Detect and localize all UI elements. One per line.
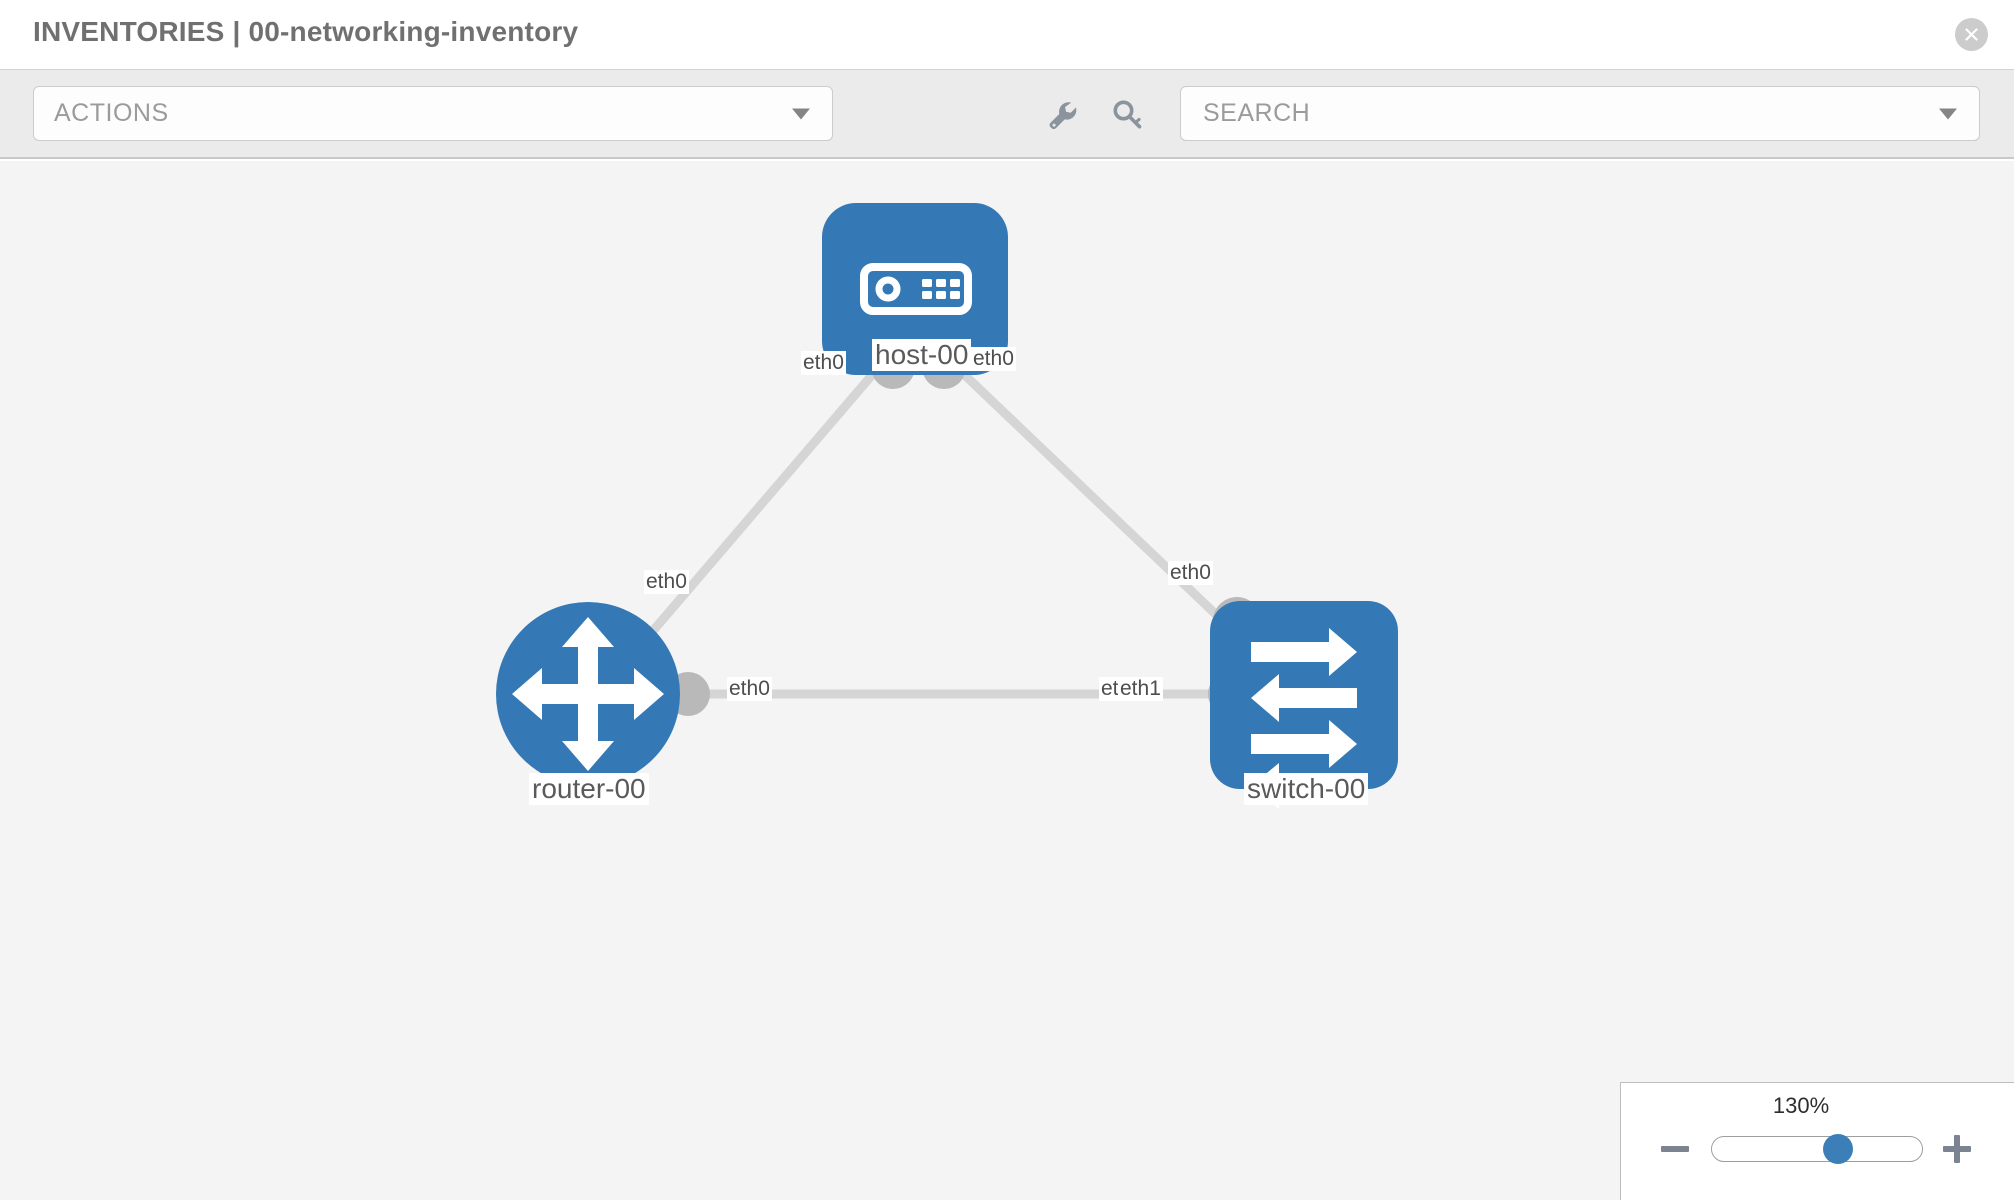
zoom-slider-row [1621,1129,2014,1169]
page-header: INVENTORIES | 00-networking-inventory [0,0,2014,69]
iface-label-host00-right: eth0 [971,347,1016,372]
zoom-level-value: 130% [1772,1093,1830,1118]
key-icon[interactable] [1110,98,1144,132]
iface-label-switch00-eth1: eth1 [1118,677,1163,702]
zoom-out-button[interactable] [1657,1131,1693,1167]
topology-canvas[interactable]: host-00 router-00 switch-00 eth0 eth0 et… [0,161,2014,1200]
actions-dropdown-label: ACTIONS [54,99,169,127]
node-label-host-00: host-00 [872,339,972,372]
chevron-down-icon[interactable] [1939,108,1957,119]
node-router-00[interactable] [496,602,680,786]
topology-graph [496,203,1398,809]
actions-dropdown[interactable]: ACTIONS [33,86,833,141]
iface-label-router00-eth0: eth0 [727,677,772,702]
iface-label-host00-left: eth0 [801,351,846,376]
wrench-icon[interactable] [1046,98,1080,132]
chevron-down-icon [792,108,810,119]
topology-connectors [666,345,1261,716]
zoom-slider-track[interactable] [1711,1134,1923,1164]
iface-label-router00-uplink: eth0 [644,570,689,595]
search-input[interactable] [1201,98,1901,129]
zoom-in-button[interactable] [1939,1131,1975,1167]
node-host-00[interactable] [822,203,1008,375]
zoom-control-panel: 130% [1620,1082,2014,1200]
close-icon[interactable] [1955,18,1988,51]
topology-links [606,357,1274,699]
page-title: INVENTORIES | 00-networking-inventory [33,16,579,47]
iface-label-switch00-uplink: eth0 [1168,561,1213,586]
zoom-slider-thumb[interactable] [1823,1134,1853,1164]
node-label-router-00: router-00 [529,773,649,806]
toolbar: ACTIONS [0,69,2014,159]
link-host00-router00[interactable] [606,358,888,684]
node-label-switch-00: switch-00 [1244,773,1369,806]
search-box[interactable] [1180,86,1980,141]
